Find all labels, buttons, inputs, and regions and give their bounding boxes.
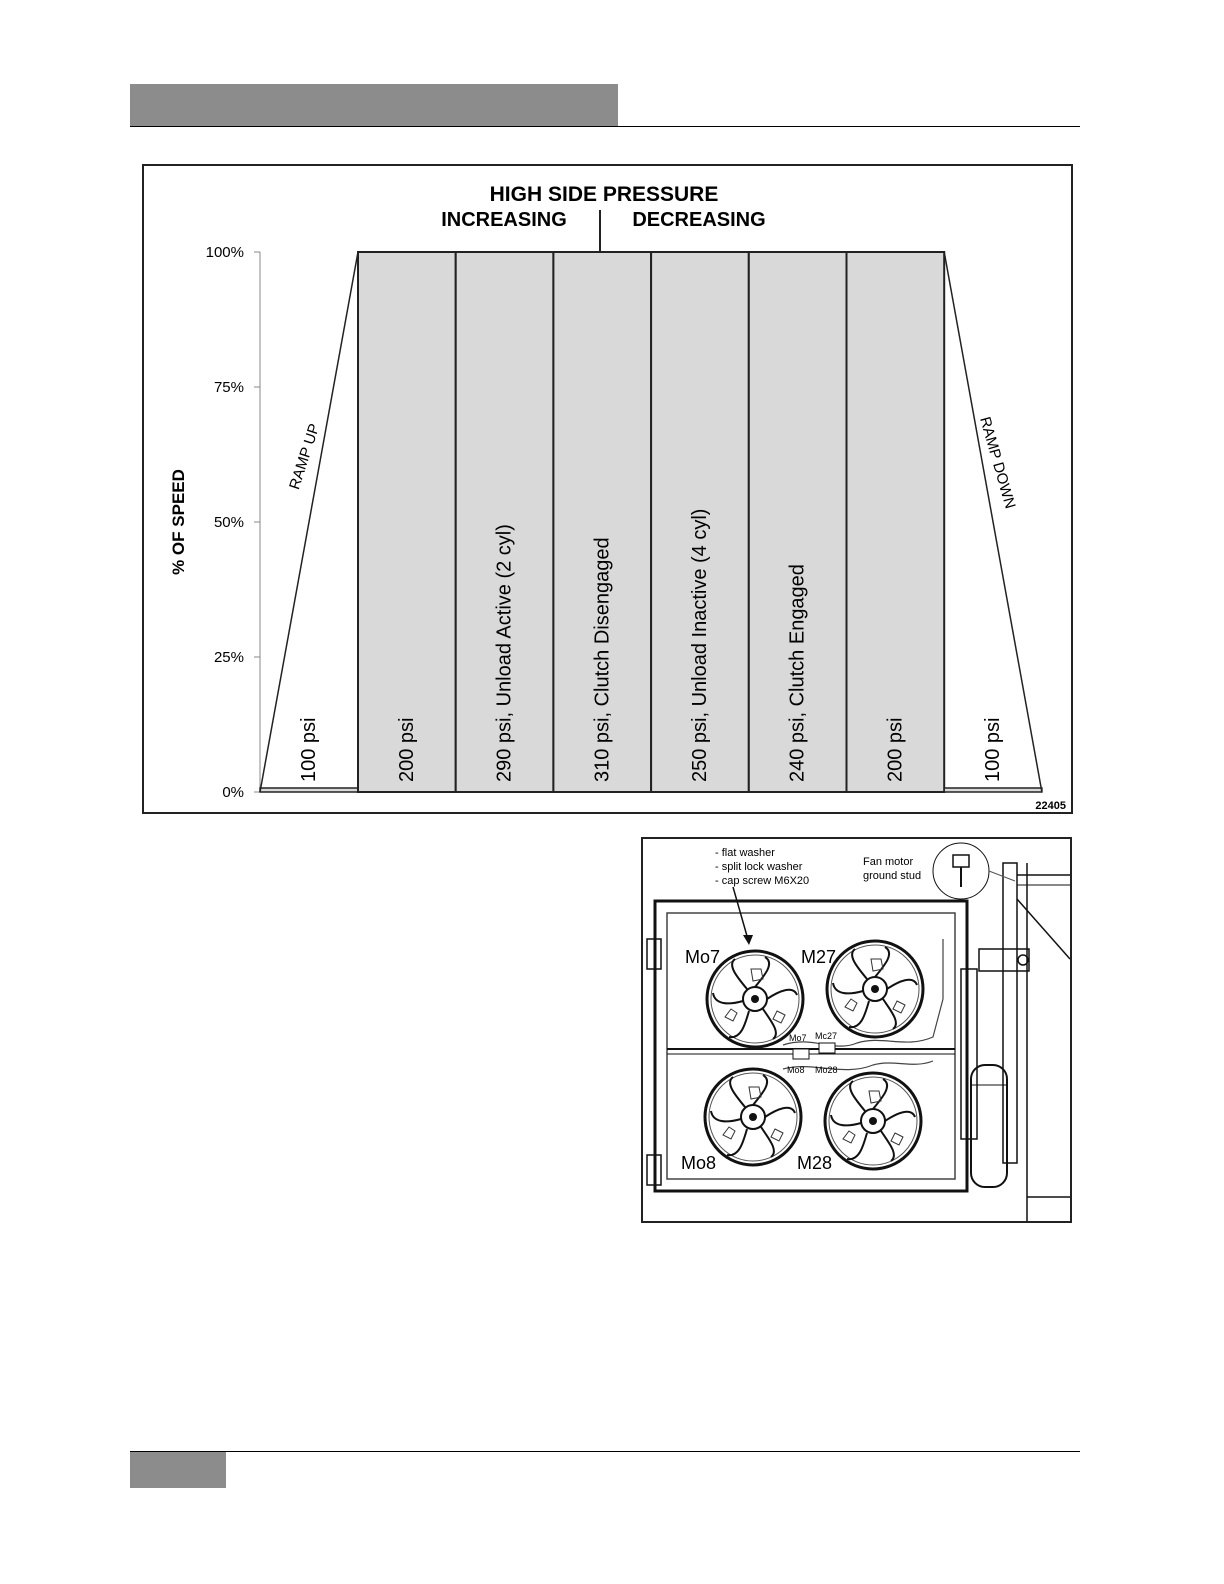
chart-band bbox=[454, 251, 555, 793]
chart-band bbox=[552, 251, 653, 793]
side-rail bbox=[960, 968, 978, 1140]
header-bar bbox=[130, 84, 618, 126]
band-label: 200 psi bbox=[884, 718, 906, 783]
callout-ground-line2: ground stud bbox=[863, 870, 921, 882]
harness-label-mo8: Mo8 bbox=[787, 1065, 805, 1075]
chart-bands: 100 psi 200 psi 290 psi, Unload Active (2 … bbox=[259, 251, 1043, 793]
left-bracket bbox=[646, 938, 662, 970]
fan-m28-icon bbox=[823, 1071, 923, 1171]
band-label: 200 psi bbox=[396, 718, 418, 783]
fan-label-m28: M28 bbox=[797, 1153, 832, 1173]
receiver-tank bbox=[970, 1064, 1008, 1188]
ramp-up-line bbox=[259, 251, 359, 793]
band-label: 250 psi, Unload Inactive (4 cyl) bbox=[689, 509, 711, 782]
y-tick-label: 50% bbox=[214, 514, 244, 531]
harness-label-mc27: Mc27 bbox=[815, 1031, 837, 1041]
band-label: 100 psi bbox=[298, 718, 320, 783]
fan-mo8-icon bbox=[703, 1067, 803, 1167]
figure-number: 22405 bbox=[1035, 800, 1066, 812]
header-rule bbox=[130, 126, 1080, 127]
arrow-head-icon bbox=[743, 935, 753, 945]
chart-band bbox=[357, 251, 457, 793]
chart-band-floor bbox=[943, 787, 1043, 793]
footer-rule bbox=[130, 1451, 1080, 1452]
callout-split-lock-washer: - split lock washer bbox=[715, 861, 803, 873]
callout-ground-line1: Fan motor bbox=[863, 856, 913, 868]
chart-title: HIGH SIDE PRESSURE bbox=[490, 183, 719, 206]
mount-block bbox=[978, 948, 1030, 972]
band-label: 240 psi, Clutch Engaged bbox=[787, 564, 809, 782]
chart-band bbox=[650, 251, 750, 793]
harness-label-mo7: Mo7 bbox=[789, 1033, 807, 1043]
vertical-post bbox=[1002, 862, 1018, 1164]
y-tick-label: 75% bbox=[214, 379, 244, 396]
fan-label-mo7: Mo7 bbox=[685, 947, 720, 967]
y-tick-label: 25% bbox=[214, 649, 244, 666]
chart-band-floor bbox=[259, 787, 359, 793]
chart-subtitle-increasing: INCREASING bbox=[441, 209, 567, 231]
fan-m27-icon bbox=[825, 939, 925, 1039]
harness-label-mo28: Mo28 bbox=[815, 1065, 838, 1075]
callout-arrow bbox=[732, 886, 750, 944]
band-label: 310 psi, Clutch Disengaged bbox=[591, 537, 613, 782]
footer-block bbox=[130, 1452, 226, 1488]
band-label: 290 psi, Unload Active (2 cyl) bbox=[494, 524, 516, 782]
chart-band bbox=[747, 251, 848, 793]
chart-ramps bbox=[259, 251, 1043, 793]
harness-connector bbox=[792, 1048, 810, 1060]
fan-label-mo8: Mo8 bbox=[681, 1153, 716, 1173]
callout-cap-screw: - cap screw M6X20 bbox=[715, 875, 809, 887]
fan-speed-chart-figure: HIGH SIDE PRESSURE INCREASING DECREASING… bbox=[142, 164, 1073, 814]
callout-flat-washer: - flat washer bbox=[715, 847, 775, 859]
chart-subtitle-decreasing: DECREASING bbox=[632, 209, 765, 231]
condenser-fan-figure: Mo7 Mc27 Mo8 Mo28 Mo7 M27 Mo8 M28 - flat… bbox=[641, 837, 1072, 1223]
condenser-fan-illustration: Mo7 Mc27 Mo8 Mo28 Mo7 M27 Mo8 M28 - flat… bbox=[646, 842, 1071, 1221]
band-label: 100 psi bbox=[982, 718, 1004, 783]
y-tick-label: 0% bbox=[222, 784, 244, 801]
y-axis-label: % OF SPEED bbox=[169, 469, 188, 575]
wire-harness bbox=[782, 939, 944, 1047]
ramp-up-label: RAMP UP bbox=[286, 422, 323, 492]
fan-frame-outer bbox=[653, 899, 969, 1193]
y-tick-label: 100% bbox=[206, 244, 244, 261]
chart-band bbox=[845, 251, 946, 793]
fan-label-m27: M27 bbox=[801, 947, 836, 967]
y-axis: 0% 25% 50% 75% 100% bbox=[206, 244, 261, 801]
fan-frame-inner bbox=[666, 912, 956, 1180]
fan-speed-chart: HIGH SIDE PRESSURE INCREASING DECREASING… bbox=[169, 183, 1066, 812]
ramp-down-line bbox=[943, 251, 1043, 793]
